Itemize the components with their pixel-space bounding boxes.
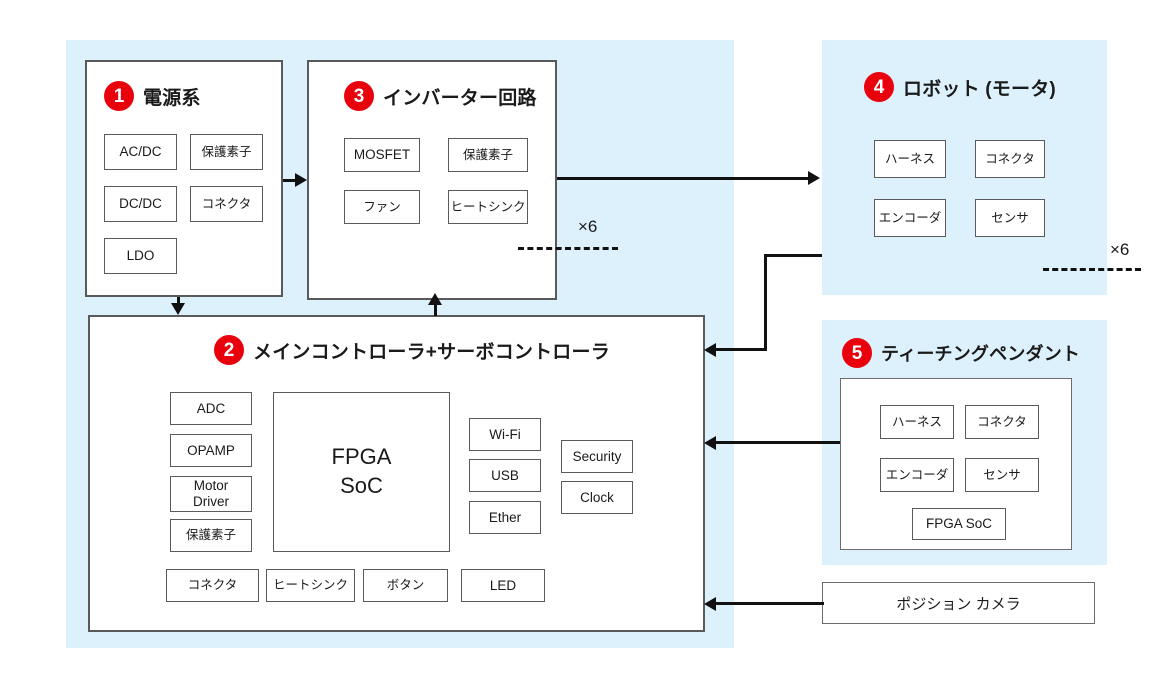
group-3-title: インバーター回路: [383, 87, 537, 109]
component-chip[interactable]: 保護素子: [448, 138, 528, 172]
arrowhead-power-to-inverter: [295, 173, 307, 187]
position-camera-box[interactable]: ポジション カメラ: [822, 582, 1095, 624]
component-chip[interactable]: 保護素子: [190, 134, 263, 170]
component-chip[interactable]: Security: [561, 440, 633, 473]
component-chip[interactable]: ファン: [344, 190, 420, 224]
group-3-multiplier-label: ×6: [578, 217, 598, 236]
group-3-multiplier-line: [518, 247, 618, 250]
connector-robot-to-controller-seg1: [764, 254, 822, 257]
component-chip[interactable]: ハーネス: [874, 140, 946, 178]
component-chip[interactable]: MOSFET: [344, 138, 420, 172]
component-chip[interactable]: ヒートシンク: [448, 190, 528, 224]
component-chip[interactable]: LDO: [104, 238, 177, 274]
component-chip[interactable]: コネクタ: [965, 405, 1039, 439]
component-chip[interactable]: コネクタ: [975, 140, 1045, 178]
component-chip[interactable]: エンコーダ: [880, 458, 954, 492]
component-chip[interactable]: Motor Driver: [170, 476, 252, 512]
arrowhead-power-to-controller: [171, 303, 185, 315]
connector-pendant-to-controller: [716, 441, 840, 444]
connector-robot-to-controller-seg3: [716, 348, 766, 351]
group-3-badge: 3: [344, 81, 374, 111]
connector-inverter-to-robot: [557, 177, 810, 180]
group-3-heading: 3 インバーター回路: [344, 81, 537, 111]
component-chip[interactable]: OPAMP: [170, 434, 252, 467]
component-chip[interactable]: DC/DC: [104, 186, 177, 222]
component-chip[interactable]: コネクタ: [190, 186, 263, 222]
arrowhead-inverter-to-robot: [808, 171, 820, 185]
component-chip[interactable]: センサ: [965, 458, 1039, 492]
group-1-heading: 1 電源系: [104, 81, 201, 111]
group-4-heading: 4 ロボット (モータ): [864, 72, 1056, 102]
group-4-multiplier-line: [1043, 268, 1141, 271]
group-2-heading: 2 メインコントローラ+サーボコントローラ: [214, 335, 610, 365]
component-chip[interactable]: LED: [461, 569, 545, 602]
position-camera-label: ポジション カメラ: [896, 595, 1021, 613]
group-4-badge: 4: [864, 72, 894, 102]
component-chip[interactable]: AC/DC: [104, 134, 177, 170]
fpga-soc-chip[interactable]: FPGA SoC: [273, 392, 450, 552]
component-chip[interactable]: ハーネス: [880, 405, 954, 439]
group-5-title: ティーチングペンダント: [881, 344, 1081, 364]
connector-camera-to-controller: [716, 602, 824, 605]
group-4-title: ロボット (モータ): [903, 78, 1056, 100]
component-chip[interactable]: Clock: [561, 481, 633, 514]
component-chip[interactable]: ボタン: [363, 569, 448, 602]
group-5-heading: 5 ティーチングペンダント: [842, 338, 1080, 368]
group-1-badge: 1: [104, 81, 134, 111]
group-5-badge: 5: [842, 338, 872, 368]
component-chip[interactable]: 保護素子: [170, 519, 252, 552]
group-2-title: メインコントローラ+サーボコントローラ: [253, 341, 610, 363]
component-chip[interactable]: FPGA SoC: [912, 508, 1006, 540]
arrowhead-pendant-to-controller: [704, 436, 716, 450]
group-4-multiplier-label: ×6: [1110, 240, 1130, 259]
connector-robot-to-controller-seg2: [764, 254, 767, 351]
component-chip[interactable]: コネクタ: [166, 569, 259, 602]
component-chip[interactable]: エンコーダ: [874, 199, 946, 237]
connector-controller-to-inverter: [434, 303, 437, 316]
component-chip[interactable]: Wi-Fi: [469, 418, 541, 451]
group-1-title: 電源系: [143, 87, 201, 109]
arrowhead-robot-to-controller: [704, 343, 716, 357]
connector-power-to-inverter: [283, 179, 297, 182]
component-chip[interactable]: センサ: [975, 199, 1045, 237]
arrowhead-camera-to-controller: [704, 597, 716, 611]
group-2-badge: 2: [214, 335, 244, 365]
component-chip[interactable]: Ether: [469, 501, 541, 534]
component-chip[interactable]: ヒートシンク: [266, 569, 355, 602]
component-chip[interactable]: USB: [469, 459, 541, 492]
arrowhead-controller-to-inverter: [428, 293, 442, 305]
component-chip[interactable]: ADC: [170, 392, 252, 425]
